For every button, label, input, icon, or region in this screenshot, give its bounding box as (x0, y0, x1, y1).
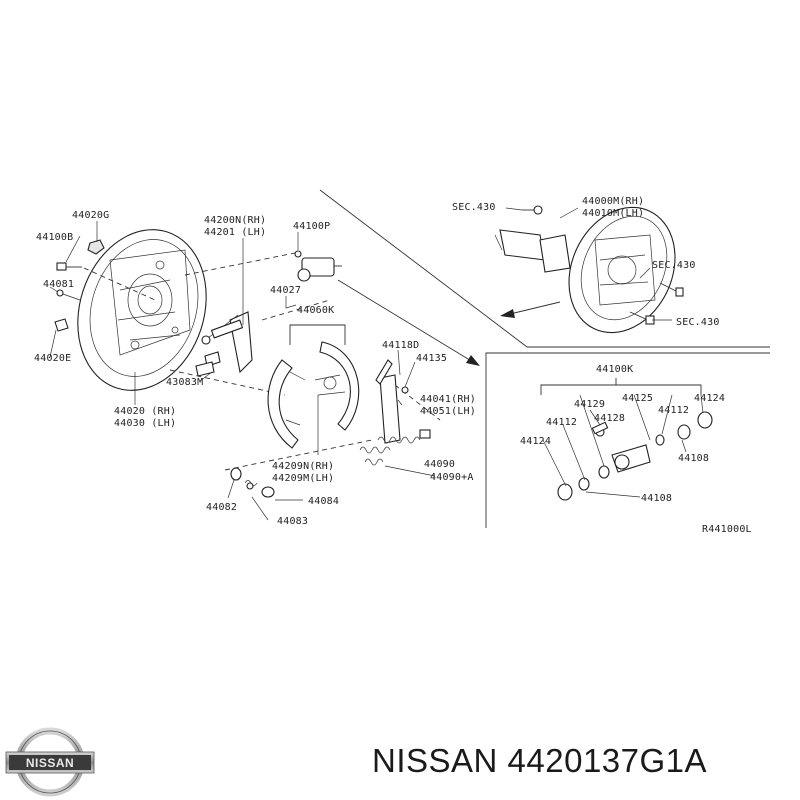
label-44051: 44051(LH) (420, 406, 476, 417)
bolt-sec430-right (659, 282, 684, 297)
bracket-44100K (540, 384, 702, 395)
arrow-to-inset (337, 279, 480, 366)
rear-brake-assembly (568, 206, 676, 334)
bracket-44060K (289, 324, 346, 345)
arrow-from-right-assembly (500, 301, 561, 318)
label-44200N: 44200N(RH) (204, 215, 266, 226)
label-44209N: 44209N(RH) (272, 461, 334, 472)
inset-piston-seals-left (557, 465, 610, 501)
label-44060K: 44060K (297, 305, 334, 316)
label-44128: 44128 (594, 413, 625, 424)
inset-frame (485, 352, 770, 528)
label-44000M: 44000M(RH) (582, 196, 644, 207)
nut-44020G (87, 239, 105, 255)
label-44020G: 44020G (72, 210, 109, 221)
inset-piston-seals-right (655, 411, 713, 446)
label-sec430-bottom: SEC.430 (676, 317, 720, 328)
drum-hub-bracket (494, 229, 571, 273)
spring-44209 (359, 446, 391, 466)
label-44020-rh: 44020 (RH) (114, 406, 176, 417)
label-sec430-right: SEC.430 (652, 260, 696, 271)
reference-code: R441000L (702, 524, 752, 535)
cylinder-body-44100K (591, 421, 651, 473)
label-44135: 44135 (416, 353, 447, 364)
label-44124-top: 44124 (694, 393, 725, 404)
label-44081: 44081 (43, 279, 74, 290)
label-44129: 44129 (574, 399, 605, 410)
label-44090: 44090 (424, 459, 455, 470)
label-sec430-top: SEC.430 (452, 202, 496, 213)
nissan-logo: NISSAN (5, 727, 95, 797)
leader-dashed-1 (83, 267, 156, 301)
label-43083M: 43083M (166, 377, 203, 388)
label-44084: 44084 (308, 496, 339, 507)
wheel-cylinder-44100P (294, 250, 342, 282)
label-44082: 44082 (206, 502, 237, 513)
bolt-sec430-top (522, 205, 543, 215)
part-43083M (195, 361, 215, 377)
label-44083: 44083 (277, 516, 308, 527)
leader-dashed-2 (184, 251, 301, 276)
bolt-44081 (56, 289, 81, 301)
label-44125: 44125 (622, 393, 653, 404)
label-44041: 44041(RH) (420, 394, 476, 405)
label-44108-right: 44108 (678, 453, 709, 464)
label-44201: 44201 (LH) (204, 227, 266, 238)
label-44124-left: 44124 (520, 436, 551, 447)
label-44027: 44027 (270, 285, 301, 296)
label-44020E: 44020E (34, 353, 71, 364)
label-44112-right: 44112 (658, 405, 689, 416)
parking-lever-44041 (375, 359, 409, 444)
label-44112-left: 44112 (546, 417, 577, 428)
label-44118D: 44118D (382, 340, 419, 351)
label-44030-lh: 44030 (LH) (114, 418, 176, 429)
svg-text:NISSAN: NISSAN (26, 756, 74, 770)
retainer-parts (230, 467, 275, 498)
brake-shoe-left (267, 359, 306, 449)
product-caption: NISSAN 4420137G1A (372, 742, 708, 779)
inset-leaders (542, 394, 704, 498)
leader-dashed-3 (169, 369, 286, 396)
divider-diagonal (319, 189, 528, 348)
leader-dashed-5 (261, 299, 331, 321)
label-44100B: 44100B (36, 232, 73, 243)
brake-shoe-right (314, 341, 360, 431)
nut-44020E (54, 318, 69, 332)
bolt-44100B (56, 262, 82, 271)
label-44100K: 44100K (596, 364, 633, 375)
label-leaders (49, 207, 672, 521)
label-44209M: 44209M(LH) (272, 473, 334, 484)
leader-dashed-4 (224, 439, 373, 471)
label-44010M: 44010M(LH) (582, 208, 644, 219)
label-44090A: 44090+A (430, 472, 474, 483)
label-44100P: 44100P (293, 221, 330, 232)
adjuster-44090 (377, 429, 431, 444)
label-44108-bottom: 44108 (641, 493, 672, 504)
